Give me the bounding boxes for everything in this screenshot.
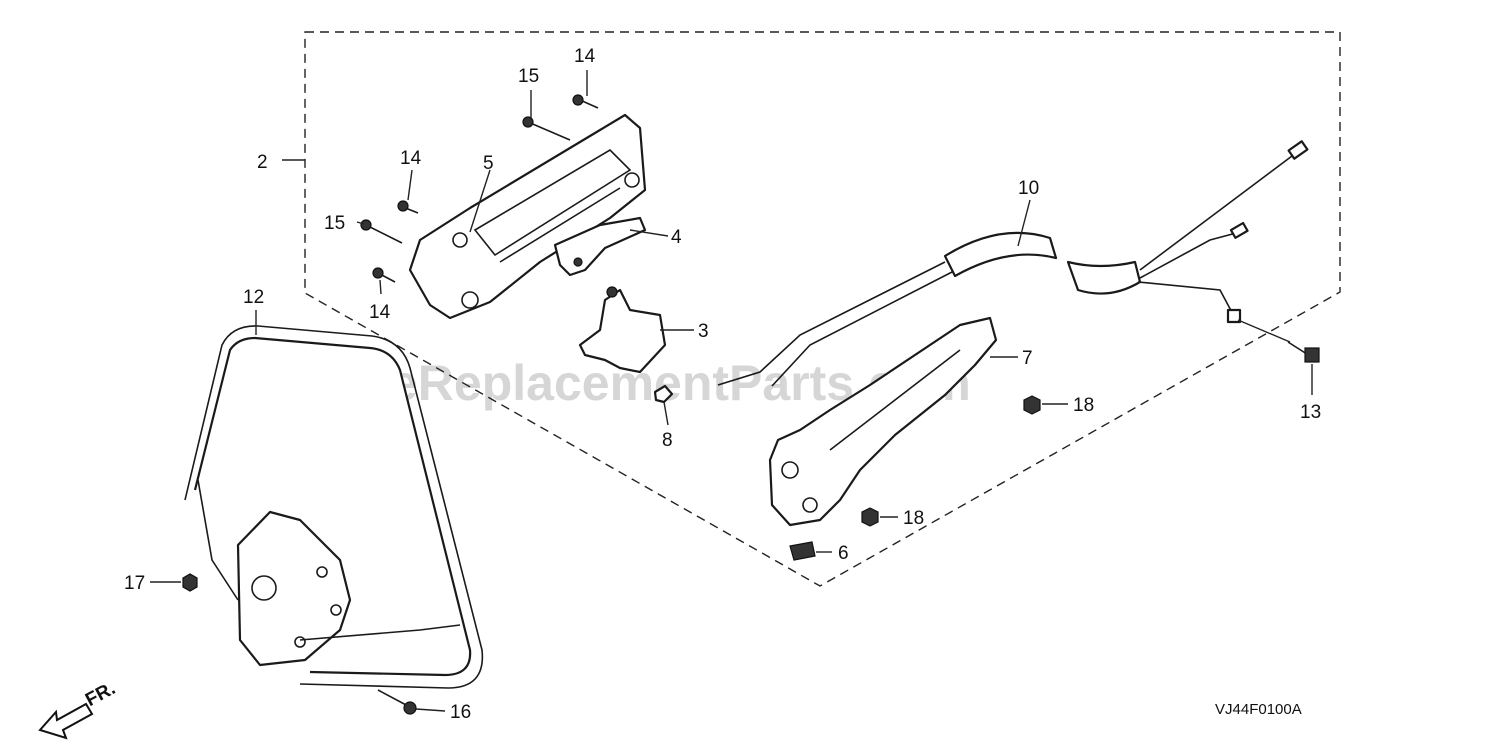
callout-12: 12 [243,287,264,308]
bolt-part-16 [377,689,417,715]
callout-14-middle: 14 [400,148,422,169]
callout-7: 7 [1022,348,1033,369]
throttle-housing-part [408,113,647,320]
callout-6: 6 [838,543,849,564]
callout-14-top: 14 [574,46,596,67]
callout-8: 8 [662,430,673,451]
callout-4: 4 [671,227,682,248]
callout-18-lower: 18 [903,508,924,529]
callout-15-left: 15 [324,213,345,234]
callout-labels: 2 3 4 5 6 7 8 10 12 13 14 14 14 15 15 16… [124,46,1321,723]
callout-13: 13 [1300,402,1321,423]
screw-parts [360,94,599,283]
front-arrow-icon [38,702,94,740]
handle-grip-part [768,316,998,527]
nut-part-17 [182,573,198,592]
bolt-part-13 [1287,341,1320,363]
callout-2: 2 [257,152,268,173]
nut-part-a [1023,395,1041,415]
callout-14-bottom: 14 [369,302,391,323]
drawing-code: VJ44F0100A [1215,701,1302,718]
plate-part [789,541,816,561]
clip-part [653,384,674,404]
callout-10: 10 [1018,178,1039,199]
throttle-cable-part [717,140,1309,387]
callout-5: 5 [483,153,494,174]
assembly-boundary [304,31,1341,587]
callout-17: 17 [124,573,145,594]
throttle-lever-part [553,216,647,277]
callout-16: 16 [450,702,471,723]
loop-handle-part [184,325,484,689]
nut-part-b [861,507,879,527]
leader-lines [150,70,1313,712]
callout-15-top: 15 [518,66,539,87]
trigger-part [578,286,667,374]
callout-18-upper: 18 [1073,395,1094,416]
callout-3: 3 [698,321,709,342]
